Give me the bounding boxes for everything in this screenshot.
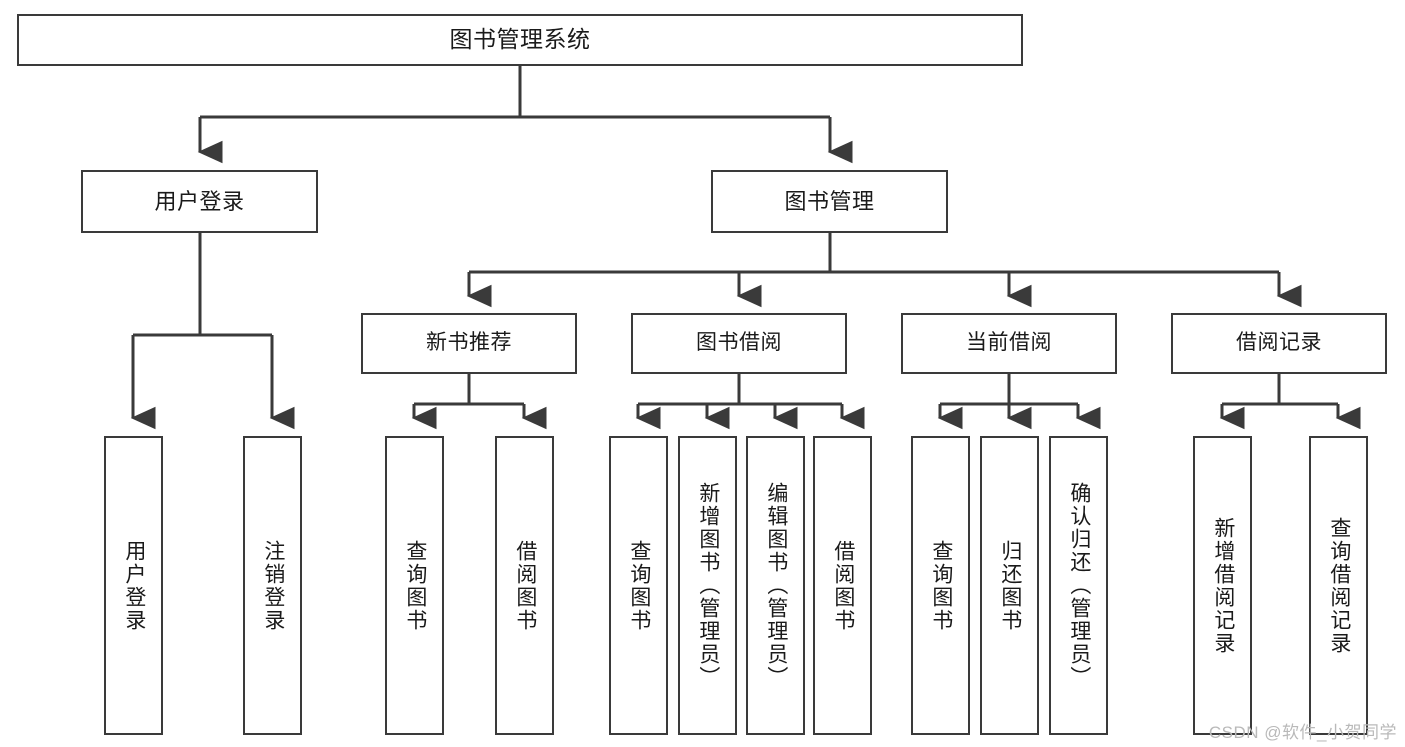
node-label: 图书管理系统	[449, 26, 591, 53]
node-leaf-logout[interactable]: 注销登录	[243, 436, 302, 735]
node-leaf-add-book[interactable]: 新增图书（管理员）	[678, 436, 737, 735]
node-label: 注销登录	[261, 539, 285, 632]
node-user-login[interactable]: 用户登录	[81, 170, 318, 233]
node-book-manage[interactable]: 图书管理	[711, 170, 948, 233]
node-label: 借阅图书	[513, 539, 537, 632]
node-book-borrow[interactable]: 图书借阅	[631, 313, 847, 374]
node-leaf-add-record[interactable]: 新增借阅记录	[1193, 436, 1252, 735]
node-borrow-record[interactable]: 借阅记录	[1171, 313, 1387, 374]
node-label: 新增图书（管理员）	[696, 482, 720, 689]
node-label: 图书管理	[784, 188, 875, 214]
node-leaf-borrow-book-1[interactable]: 借阅图书	[495, 436, 554, 735]
node-leaf-query-book-1[interactable]: 查询图书	[385, 436, 444, 735]
node-label: 借阅记录	[1236, 331, 1322, 355]
watermark-text: CSDN @软件_小贺同学	[1208, 723, 1397, 742]
node-label: 查询图书	[403, 539, 427, 632]
node-leaf-query-record[interactable]: 查询借阅记录	[1309, 436, 1368, 735]
node-current-borrow[interactable]: 当前借阅	[901, 313, 1117, 374]
node-label: 图书借阅	[696, 331, 782, 355]
node-leaf-query-book-2[interactable]: 查询图书	[609, 436, 668, 735]
node-label: 当前借阅	[966, 331, 1052, 355]
node-label: 归还图书	[998, 539, 1022, 632]
node-label: 确认归还（管理员）	[1067, 482, 1091, 689]
node-label: 查询图书	[627, 539, 651, 632]
node-leaf-query-book-3[interactable]: 查询图书	[911, 436, 970, 735]
node-leaf-return-book[interactable]: 归还图书	[980, 436, 1039, 735]
node-new-book-rec[interactable]: 新书推荐	[361, 313, 577, 374]
node-label: 编辑图书（管理员）	[764, 482, 788, 689]
node-label: 查询借阅记录	[1327, 516, 1351, 655]
node-label: 用户登录	[154, 188, 245, 214]
node-leaf-borrow-book-2[interactable]: 借阅图书	[813, 436, 872, 735]
node-label: 新增借阅记录	[1211, 516, 1235, 655]
node-leaf-edit-book[interactable]: 编辑图书（管理员）	[746, 436, 805, 735]
node-leaf-confirm-return[interactable]: 确认归还（管理员）	[1049, 436, 1108, 735]
node-root-system[interactable]: 图书管理系统	[17, 14, 1023, 66]
node-leaf-user-login[interactable]: 用户登录	[104, 436, 163, 735]
node-label: 查询图书	[929, 539, 953, 632]
node-label: 新书推荐	[426, 331, 512, 355]
node-label: 借阅图书	[831, 539, 855, 632]
node-label: 用户登录	[122, 539, 146, 632]
